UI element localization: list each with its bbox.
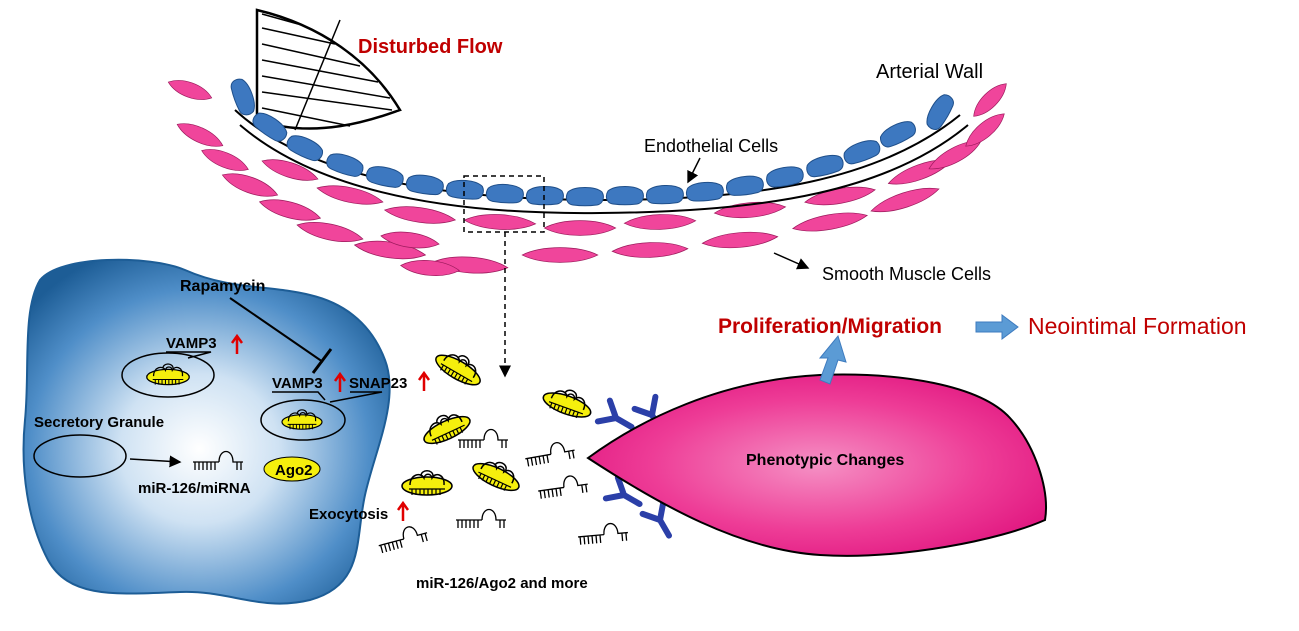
smooth-muscle-cells-label: Smooth Muscle Cells: [822, 264, 991, 284]
granule-arrow: [129, 455, 182, 468]
endothelial-cells-label: Endothelial Cells: [644, 136, 778, 156]
right-block-arrow: [975, 314, 1019, 340]
phenotypic-label: Phenotypic Changes: [746, 452, 904, 469]
mirna-label: miR-126/miRNA: [138, 480, 251, 497]
up-block-arrow: [818, 334, 847, 385]
disturbed-flow-label: Disturbed Flow: [358, 36, 503, 58]
flow-profile: [255, 8, 402, 131]
secretory-granule-label: Secretory Granule: [34, 414, 164, 431]
red-up-arrow-icon: [396, 501, 410, 523]
red-up-arrow-icon: [417, 371, 431, 393]
secreting-cell: [22, 258, 391, 605]
rapamycin-label: Rapamycin: [180, 278, 265, 295]
secretory-granule: [33, 434, 127, 478]
arterial-wall-label: Arterial Wall: [876, 61, 983, 83]
snap23-connector: [329, 391, 383, 403]
vesicle-mid: [260, 399, 346, 441]
vamp3-top-connector: [166, 351, 212, 359]
snap23-label: SNAP23: [349, 375, 407, 392]
exocytosis-label: Exocytosis: [309, 506, 388, 523]
ago2-badge: [263, 456, 321, 482]
vamp3-top-label: VAMP3: [166, 335, 217, 352]
released-particles: [375, 343, 630, 555]
vesicle-top: [121, 352, 215, 398]
zoom-box: [463, 175, 545, 233]
target-cell: [586, 373, 1047, 557]
ago2-label: Ago2: [275, 462, 313, 479]
inhibition-bar-icon: [311, 348, 333, 374]
smc-pointer: [773, 252, 810, 270]
rapamycin-line: [229, 297, 324, 363]
vamp3-mid-connector: [272, 391, 326, 401]
proliferation-label: Proliferation/Migration: [718, 315, 942, 338]
intima-line-inner: [239, 124, 969, 215]
neointimal-label: Neointimal Formation: [1028, 313, 1247, 339]
mir-ago2-more-label: miR-126/Ago2 and more: [416, 575, 588, 592]
vamp3-mid-label: VAMP3: [272, 375, 323, 392]
endothelial-pointer: [687, 157, 701, 184]
